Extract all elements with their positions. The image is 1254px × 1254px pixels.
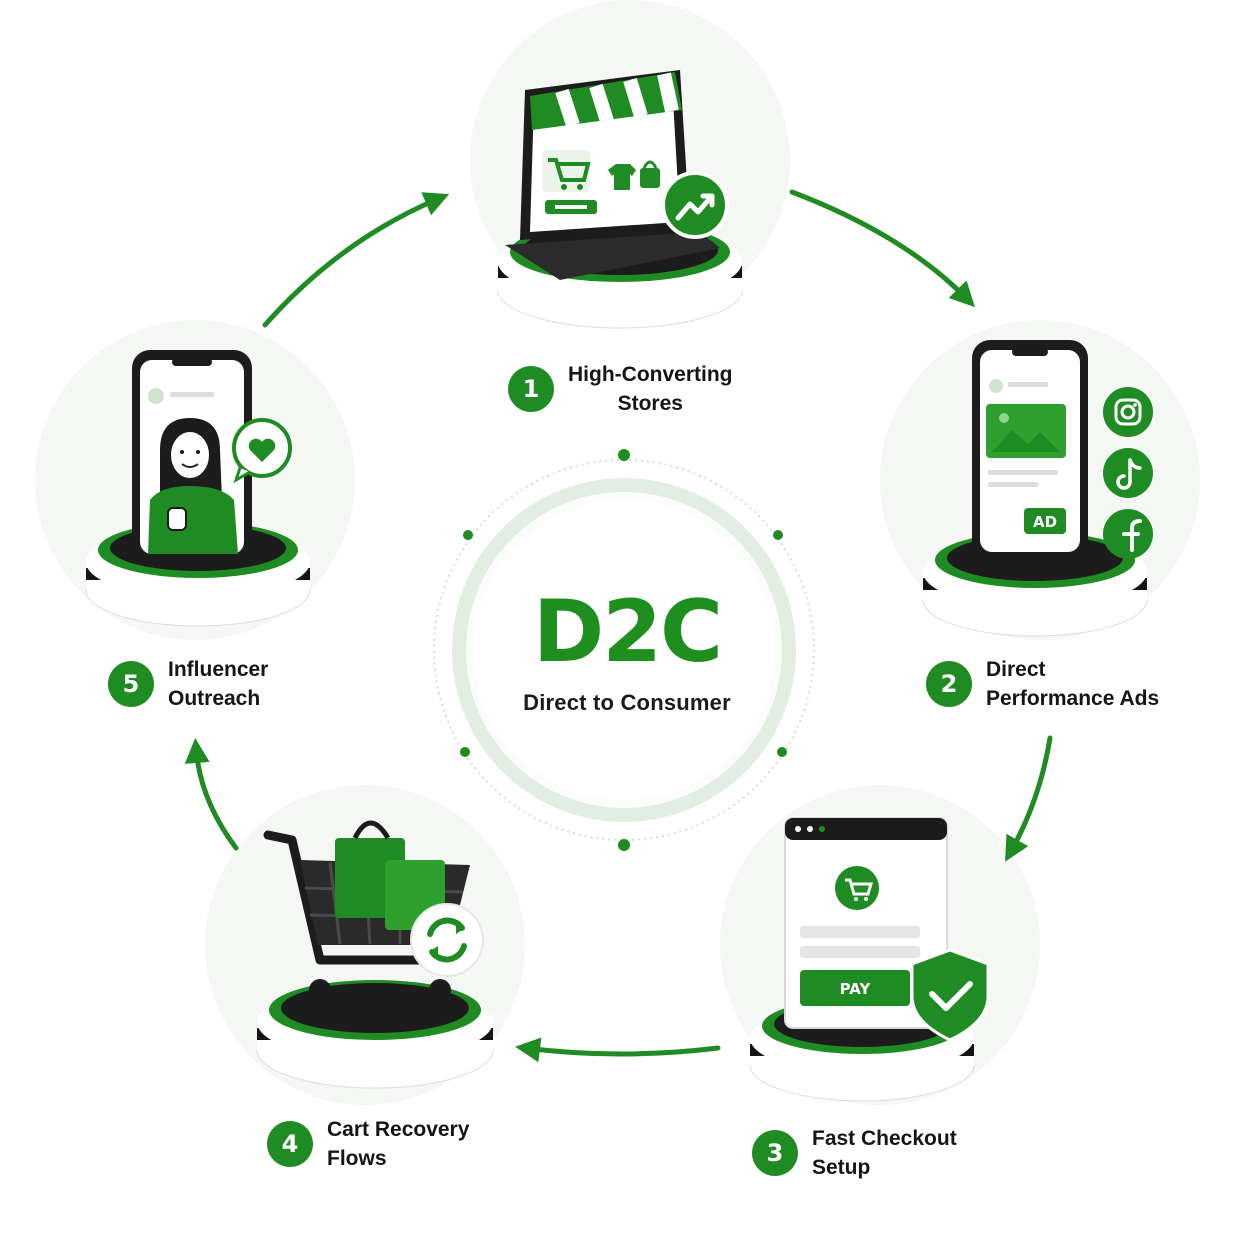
instagram-icon [1103, 387, 1153, 437]
node-4-pedestal [256, 980, 494, 1089]
social-icons [1103, 387, 1153, 559]
center-hub [433, 449, 815, 851]
checkout-window-icon [784, 817, 948, 1029]
arrow-3-to-4 [515, 1037, 721, 1063]
smartphone-ad-icon [972, 340, 1088, 562]
arrow-4-to-5 [184, 738, 239, 851]
laptop-storefront-icon [505, 70, 729, 280]
pay-button-label: PAY [840, 980, 872, 998]
arrow-2-to-3 [1005, 735, 1053, 862]
ad-label: AD [1033, 513, 1057, 531]
facebook-icon [1103, 509, 1153, 559]
shield-check-icon [910, 948, 990, 1042]
arrow-1-to-2 [789, 189, 975, 308]
shopping-cart-icon [263, 820, 484, 1019]
tiktok-icon [1103, 448, 1153, 498]
arrow-5-to-1 [262, 192, 450, 328]
cycle-arrows [184, 189, 1053, 1063]
influencer-phone-icon [132, 350, 292, 564]
